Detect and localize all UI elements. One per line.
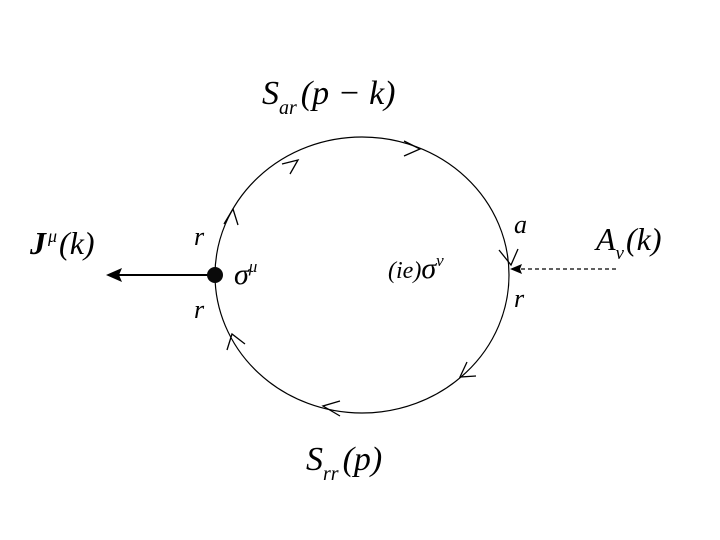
loop-arrow-top-left — [281, 158, 300, 175]
left-upper-index: r — [194, 222, 205, 251]
left-lower-index: r — [194, 295, 205, 324]
left-vertex-label: σμ — [234, 257, 257, 291]
loop-arrow-left-upper — [223, 207, 239, 226]
loop-arrow-left-lower — [226, 332, 246, 351]
loop-arrow-bottom-right — [458, 361, 477, 378]
right-vertex-label: (ie)σν — [388, 251, 444, 285]
right-lower-index: r — [514, 284, 525, 313]
top-propagator-label: Sar(p − k) — [262, 75, 395, 119]
left-vertex-dot — [207, 267, 223, 283]
gauge-field-arrowhead — [510, 264, 522, 274]
current-arrowhead — [106, 268, 122, 282]
loop-arrow-top-right — [403, 140, 422, 157]
fermion-loop — [214, 136, 510, 414]
right-upper-index: a — [514, 210, 527, 239]
gauge-field-label: Aν(k) — [594, 221, 662, 264]
bottom-propagator-label: Srr(p) — [306, 441, 382, 485]
loop-arrow-bottom-left — [321, 400, 341, 417]
loop-arrow-right-vertex — [498, 248, 519, 267]
